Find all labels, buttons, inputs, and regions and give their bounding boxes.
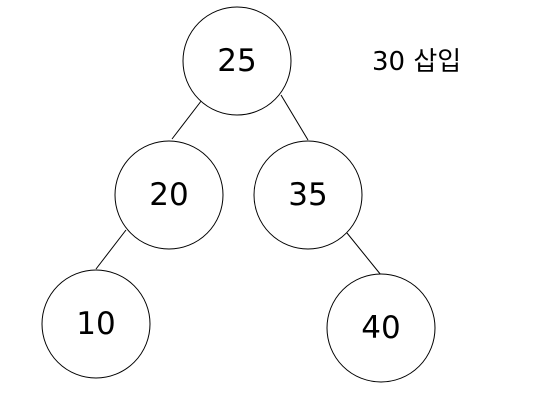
insert-caption: 30 삽입 [372, 47, 462, 77]
tree-edges [95, 94, 382, 276]
node-10-circle [41, 269, 151, 379]
node-25: 25 [182, 6, 292, 116]
edge-20-10 [95, 229, 127, 270]
node-40: 40 [326, 273, 436, 383]
node-40-circle [326, 273, 436, 383]
node-10-label: 10 [76, 306, 115, 342]
node-20-label: 20 [149, 177, 188, 213]
tree-nodes: 25 20 35 10 40 [41, 6, 436, 383]
node-20: 20 [114, 140, 224, 250]
node-25-label: 25 [217, 43, 256, 79]
node-25-circle [182, 6, 292, 116]
node-10: 10 [41, 269, 151, 379]
node-35-label: 35 [288, 177, 327, 213]
edge-25-20 [171, 95, 206, 140]
node-20-circle [114, 140, 224, 250]
node-40-label: 40 [361, 310, 400, 346]
edge-35-40 [346, 232, 382, 276]
node-35: 35 [253, 140, 363, 250]
node-35-circle [253, 140, 363, 250]
edge-25-35 [280, 94, 309, 141]
